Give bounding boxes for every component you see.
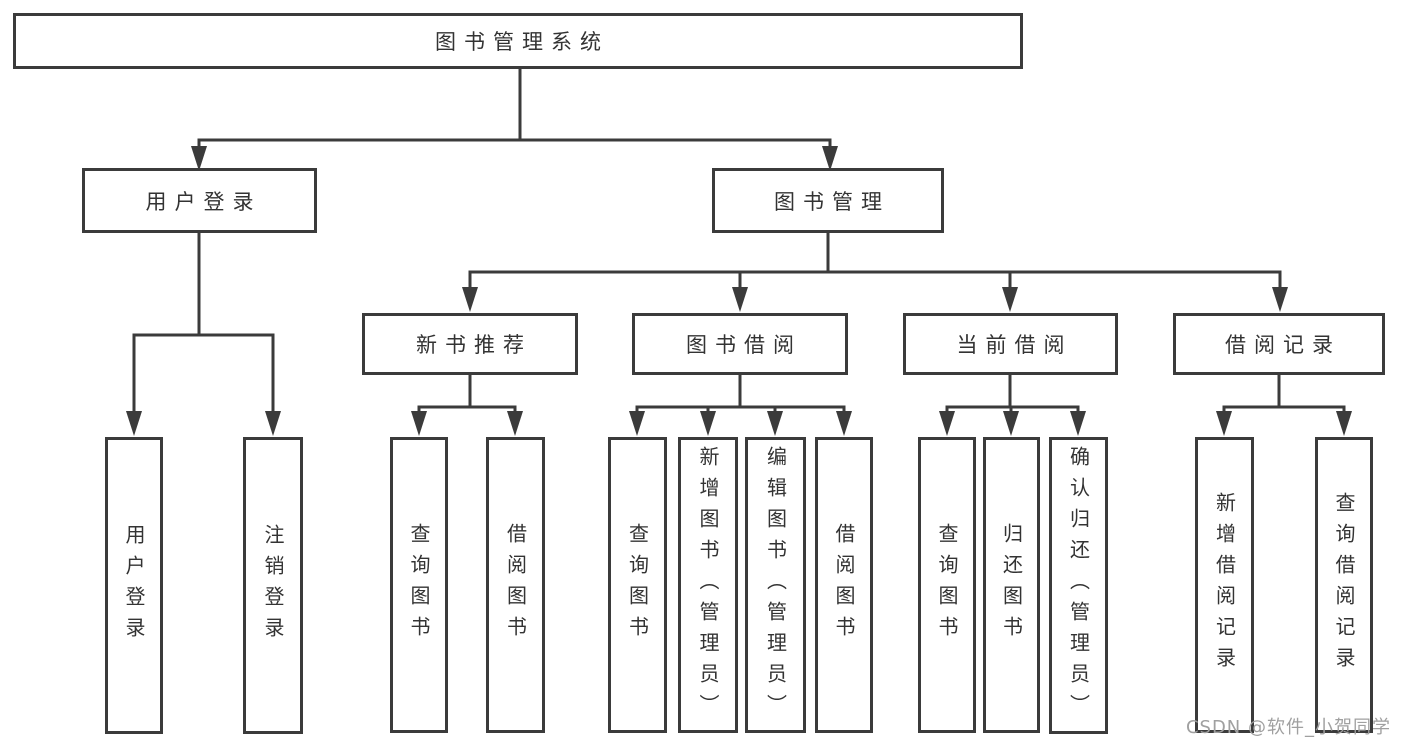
leaf-user-login: 用户登录 xyxy=(105,437,163,734)
connector-book-borrow-to-leaves xyxy=(629,375,852,436)
csdn-watermark: CSDN @软件_小贺同学 xyxy=(1185,717,1391,738)
leaf-query-books-borrow: 查询图书 xyxy=(608,437,667,733)
node-book-borrow: 图书借阅 xyxy=(632,313,848,375)
node-current-borrow: 当前借阅 xyxy=(903,313,1118,375)
node-book-borrow-label: 图书借阅 xyxy=(686,333,802,357)
node-new-books-label: 新书推荐 xyxy=(416,333,532,357)
connector-user-login-to-leaves xyxy=(126,233,281,436)
leaf-query-borrow-record: 查询借阅记录 xyxy=(1315,437,1373,733)
leaf-query-books-current-label: 查询图书 xyxy=(935,523,959,647)
connector-current-borrow-to-leaves xyxy=(939,375,1086,436)
node-borrow-records-label: 借阅记录 xyxy=(1225,333,1341,357)
node-current-borrow-label: 当前借阅 xyxy=(956,333,1073,357)
leaf-return-books-label: 归还图书 xyxy=(999,523,1024,647)
leaf-edit-books-admin-label: 编辑图书（管理员） xyxy=(763,445,788,725)
leaf-borrow-books: 借阅图书 xyxy=(815,437,873,733)
leaf-query-books-current: 查询图书 xyxy=(918,437,976,733)
leaf-edit-books-admin: 编辑图书（管理员） xyxy=(745,437,806,733)
node-user-login-label: 用户登录 xyxy=(145,189,262,214)
leaf-query-books-new: 查询图书 xyxy=(390,437,448,733)
leaf-confirm-return-admin: 确认归还（管理员） xyxy=(1049,437,1108,734)
node-book-mgmt-label: 图书管理 xyxy=(774,189,890,214)
leaf-return-books: 归还图书 xyxy=(983,437,1040,733)
leaf-add-books-admin-label: 新增图书（管理员） xyxy=(696,445,720,725)
node-borrow-records: 借阅记录 xyxy=(1173,313,1385,375)
node-user-login: 用户登录 xyxy=(82,168,317,233)
node-book-mgmt: 图书管理 xyxy=(712,168,944,233)
leaf-borrow-books-new: 借阅图书 xyxy=(486,437,545,733)
leaf-logout: 注销登录 xyxy=(243,437,303,734)
leaf-add-books-admin: 新增图书（管理员） xyxy=(678,437,738,733)
node-root-label: 图书管理系统 xyxy=(435,30,609,54)
connector-new-books-to-leaves xyxy=(411,375,523,436)
leaf-query-books-new-label: 查询图书 xyxy=(407,523,431,647)
leaf-query-books-borrow-label: 查询图书 xyxy=(625,523,650,647)
leaf-borrow-books-label: 借阅图书 xyxy=(832,523,856,647)
leaf-borrow-books-new-label: 借阅图书 xyxy=(503,523,528,647)
leaf-query-borrow-record-label: 查询借阅记录 xyxy=(1332,492,1356,678)
leaf-add-borrow-record-label: 新增借阅记录 xyxy=(1212,492,1237,678)
connector-borrow-records-to-leaves xyxy=(1216,375,1352,436)
leaf-confirm-return-admin-label: 确认归还（管理员） xyxy=(1066,446,1091,725)
connector-book-mgmt-to-level3 xyxy=(462,233,1288,312)
node-new-books: 新书推荐 xyxy=(362,313,578,375)
leaf-add-borrow-record: 新增借阅记录 xyxy=(1195,437,1254,733)
node-root: 图书管理系统 xyxy=(13,13,1023,69)
leaf-user-login-label: 用户登录 xyxy=(122,523,146,648)
connector-root-to-level2 xyxy=(191,69,838,171)
leaf-logout-label: 注销登录 xyxy=(261,523,285,648)
